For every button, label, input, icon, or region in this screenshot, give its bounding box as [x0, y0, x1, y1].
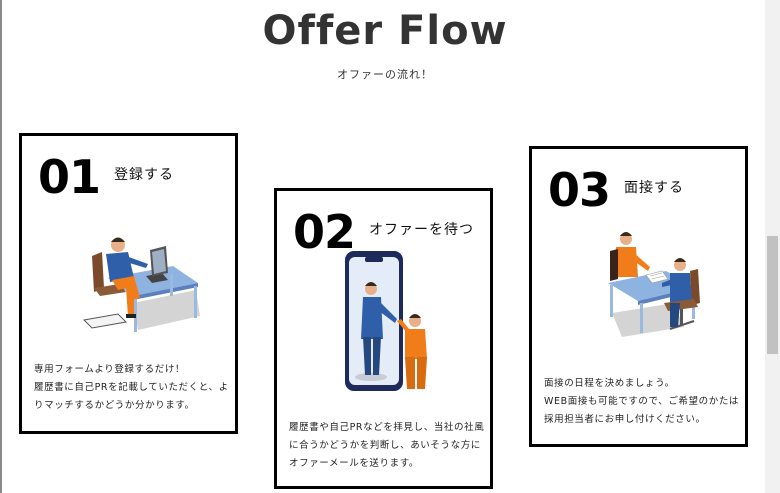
step-number: 01	[38, 150, 101, 204]
desc-line: 履歴書に自己PRを記載していただくと、よ	[34, 382, 229, 393]
page-subtitle: オファーの流れ！	[337, 68, 433, 81]
person-at-laptop-illustration	[82, 237, 200, 332]
step-description: 履歴書や自己PRなどを拝見し、当社の社風 に合うかどうかを判断し、あいそうな方に…	[289, 419, 489, 473]
page-left-edge	[0, 0, 2, 493]
step-card-02: 02 オファーを待つ 履歴書や自己PRなどを拝見し、当社の社風 に合うかどうかを…	[274, 188, 493, 489]
desc-line: 履歴書や自己PRなどを拝見し、当社の社風	[289, 422, 485, 433]
page-title: Offer Flow	[262, 8, 508, 54]
step-number: 03	[548, 163, 611, 217]
phone-handshake-illustration	[345, 251, 427, 391]
step-label: 面接する	[624, 180, 684, 196]
step-description: 専用フォームより登録するだけ！ 履歴書に自己PRを記載していただくと、よ りマッ…	[34, 361, 234, 415]
desc-line: オファーメールを送ります。	[289, 458, 419, 469]
step-description: 面接の日程を決めましょう。 WEB面接も可能ですので、ご希望のかたは 採用担当者…	[544, 375, 744, 429]
desc-line: りマッチするかどうか分かります。	[34, 400, 195, 411]
desc-line: 面接の日程を決めましょう。	[544, 378, 675, 389]
step-label: オファーを待つ	[369, 222, 474, 238]
scrollbar-thumb[interactable]	[767, 236, 778, 354]
desc-line: WEB面接も可能ですので、ご希望のかたは	[544, 396, 740, 407]
desc-line: に合うかどうかを判断し、あいそうな方に	[289, 440, 481, 451]
desc-line: 採用担当者にお申し付けください。	[544, 414, 706, 425]
step-card-01: 01 登録する 専用フォームより登録するだけ！ 履歴書に自己PRを記載していただ…	[19, 133, 238, 434]
step-label: 登録する	[114, 167, 174, 183]
step-card-03: 03 面接する 面接の日程を決めましょう。 WEB面接も可能ですので、ご	[529, 146, 748, 447]
interview-desk-illustration	[608, 232, 700, 337]
desc-line: 専用フォームより登録するだけ！	[34, 364, 186, 375]
step-number: 02	[293, 205, 356, 259]
